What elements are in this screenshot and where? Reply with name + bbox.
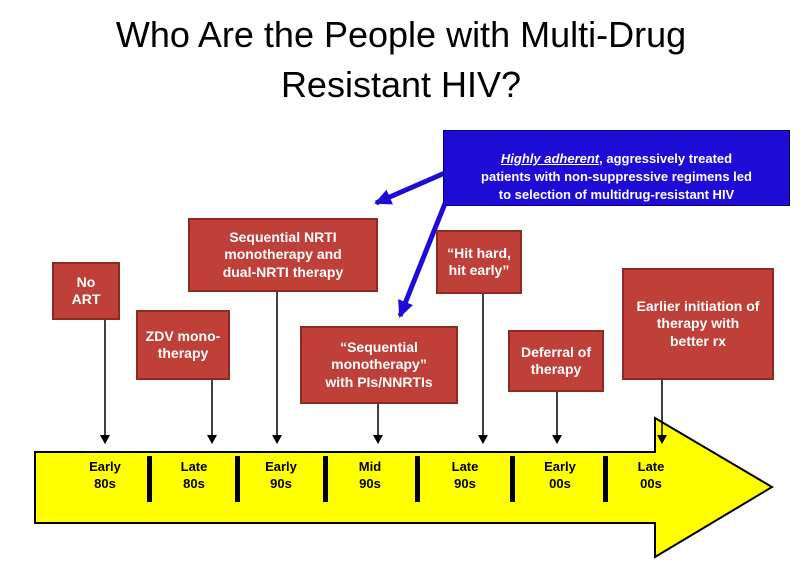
timeline-label-early-00s: Early 00s [544, 459, 576, 491]
timeline-label-mid-90s: Mid 90s [358, 459, 382, 491]
callout-box: Highly adherent, aggressively treated pa… [443, 130, 790, 206]
stage-box-hit-hard-hit-early: “Hit hard, hit early” [436, 230, 522, 294]
slide-title: Who Are the People with Multi-Drug Resis… [115, 14, 687, 106]
callout-arrow [397, 185, 455, 318]
stage-box-deferral-of-therapy: Deferral of therapy [508, 330, 604, 392]
timeline-tick [415, 456, 420, 502]
stage-box-no-art: No ART [52, 262, 120, 320]
timeline-tick [603, 456, 608, 502]
timeline-arrow [34, 416, 774, 559]
callout-lead-phrase: Highly adherent [500, 151, 600, 167]
timeline-label-early-90s: Early 90s [265, 459, 297, 491]
stage-box-sequential-nrti: Sequential NRTI monotherapy and dual-NRT… [188, 218, 378, 292]
callout-rest-text: , aggressively treated patients with non… [481, 151, 752, 202]
stage-box-sequential-monotherapy-pis: “Sequential monotherapy” with PIs/NNRTIs [300, 326, 458, 404]
stage-box-zdv-monotherapy: ZDV mono- therapy [136, 310, 230, 380]
timeline-tick [235, 456, 240, 502]
timeline-label-early-80s: Early 80s [89, 459, 121, 491]
timeline-label-late-90s: Late 90s [451, 459, 479, 491]
stage-box-earlier-initiation: Earlier initiation of therapy with bette… [622, 268, 774, 380]
timeline-tick [510, 456, 515, 502]
timeline-label-late-80s: Late 80s [180, 459, 208, 491]
timeline-label-late-00s: Late 00s [637, 459, 665, 491]
callout-text: Highly adherent, aggressively treated pa… [481, 132, 752, 204]
timeline-tick [147, 456, 152, 502]
timeline-tick [323, 456, 328, 502]
